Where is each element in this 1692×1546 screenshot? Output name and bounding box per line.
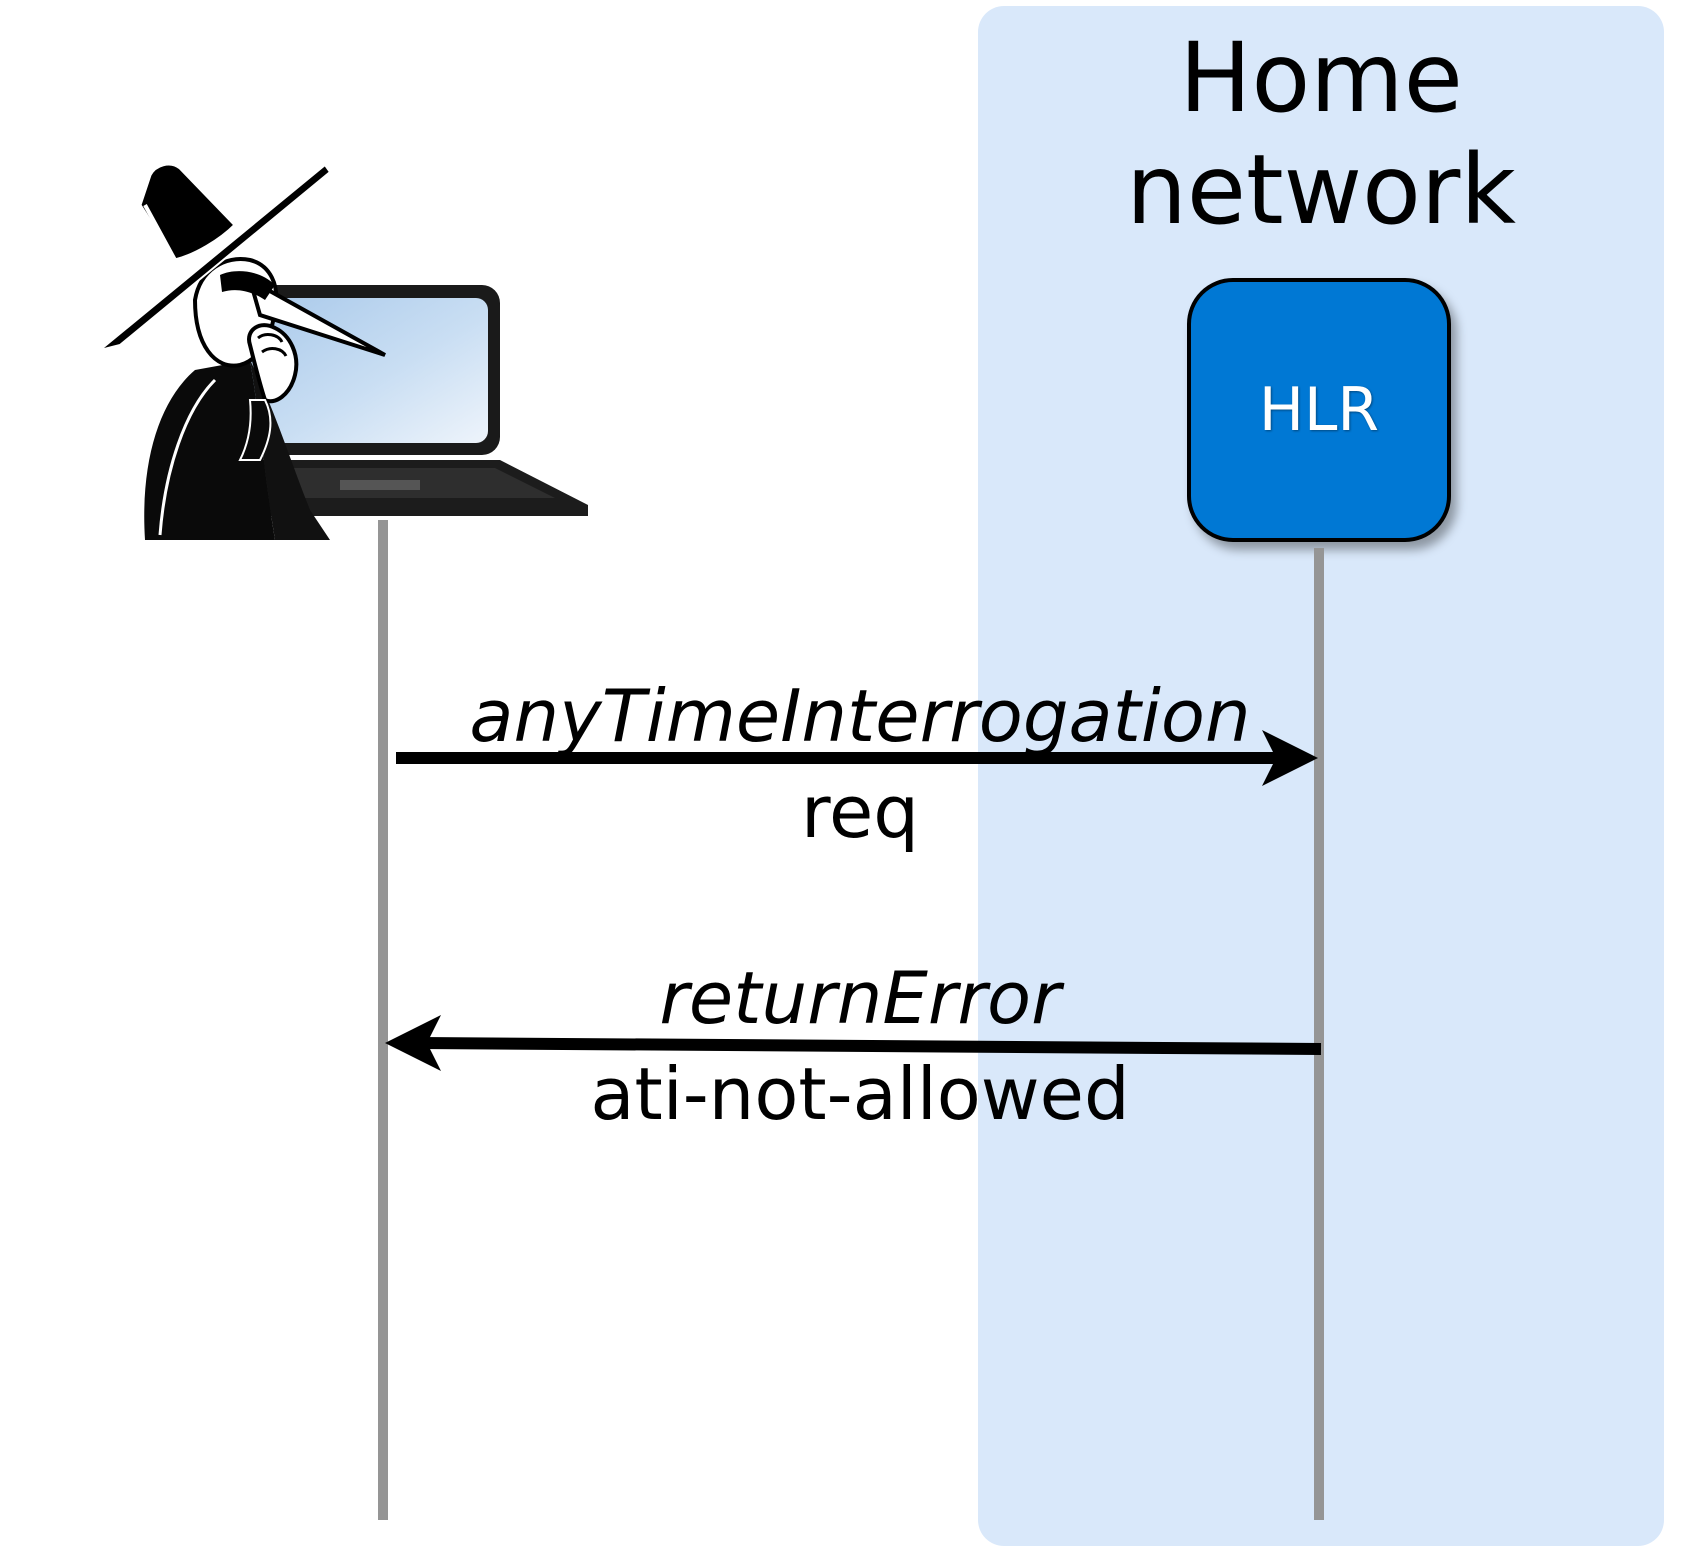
attacker-lifeline — [378, 520, 388, 1520]
home-network-title-line1: Home — [1179, 22, 1463, 134]
home-network-title: Home network — [978, 22, 1664, 246]
hlr-label: HLR — [1258, 375, 1380, 445]
hlr-lifeline — [1314, 548, 1324, 1520]
hlr-node: HLR — [1187, 278, 1451, 542]
error-message-detail: ati-not-allowed — [590, 1052, 1130, 1136]
request-message-detail: req — [800, 770, 920, 854]
error-message-name: returnError — [659, 956, 1061, 1040]
request-message-name: anyTimeInterrogation — [469, 674, 1251, 758]
request-arrow — [396, 730, 1318, 786]
error-arrow — [385, 1015, 1322, 1071]
spy-figure-icon — [100, 162, 386, 540]
laptop-icon — [215, 285, 588, 516]
home-network-title-line2: network — [1126, 134, 1516, 246]
spy-with-laptop-icon — [100, 162, 588, 540]
